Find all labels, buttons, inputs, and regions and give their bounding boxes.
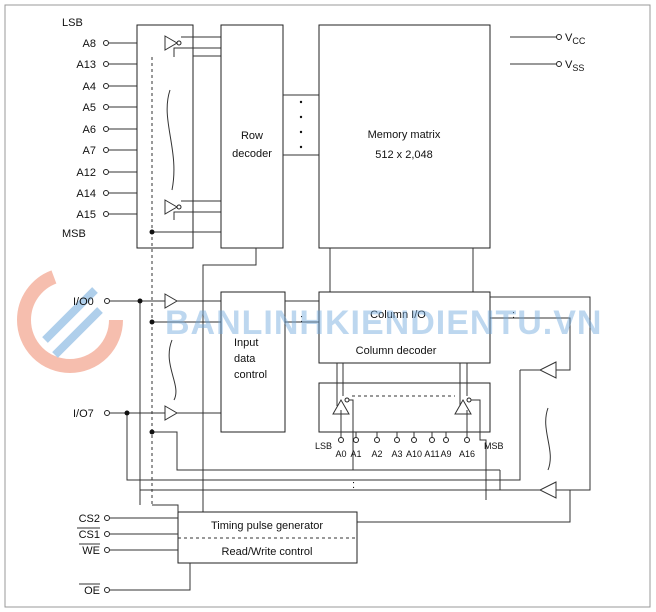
oe-label: OE (84, 585, 100, 597)
memory-matrix (318, 24, 491, 249)
row-address-label: A12 (76, 167, 96, 179)
column-address-pin[interactable] (411, 437, 417, 443)
svg-text::: : (300, 313, 303, 325)
col-msb-label: MSB (484, 441, 504, 451)
io0-pin[interactable] (104, 298, 110, 304)
read-write-control-label: Read/Write control (222, 546, 313, 558)
input-data-control-label: Input (234, 337, 258, 349)
row-address-label: A13 (76, 59, 96, 71)
input-data-control (220, 291, 286, 433)
watermark-logo-icon (17, 267, 123, 373)
column-address-pin[interactable] (429, 437, 435, 443)
row-address-label: A6 (83, 124, 96, 136)
column-address-pin[interactable] (394, 437, 400, 443)
row-address-pin[interactable] (103, 147, 109, 153)
column-address-label: A10 (406, 449, 422, 459)
vcc-label: VCC (565, 32, 586, 46)
row-decoder (220, 24, 284, 249)
column-address-pin[interactable] (338, 437, 344, 443)
col-lsb-label: LSB (315, 441, 332, 451)
row-address-label: A4 (83, 81, 96, 93)
column-decoder-label: Column decoder (356, 345, 437, 357)
oe-pin[interactable] (104, 587, 110, 593)
row-address-label: A15 (76, 209, 96, 221)
msb-label: MSB (62, 228, 86, 240)
vss-label: VSS (565, 59, 584, 73)
column-io-label: Column I/O (370, 309, 426, 321)
row-address-pin[interactable] (103, 190, 109, 196)
row-decoder-label: decoder (232, 148, 272, 160)
row-address-pin[interactable] (103, 126, 109, 132)
row-address-pin[interactable] (103, 83, 109, 89)
column-address-pin[interactable] (353, 437, 359, 443)
lsb-label: LSB (62, 17, 83, 29)
cs2-pin[interactable] (104, 515, 110, 521)
row-address-pin[interactable] (103, 40, 109, 46)
column-address-label: A1 (350, 449, 361, 459)
timing-pulse-generator-label: Timing pulse generator (211, 520, 323, 532)
row-address-label: A8 (83, 38, 96, 50)
output-buffer-icon (538, 361, 557, 499)
vss-pin (556, 61, 562, 67)
io0-label: I/O0 (73, 296, 94, 308)
row-decoder-label: Row (241, 130, 263, 142)
row-address-label: A14 (76, 188, 96, 200)
column-io-decoder (318, 291, 491, 364)
we-pin[interactable] (104, 547, 110, 553)
column-address-label: A0 (335, 449, 346, 459)
row-address-pin[interactable] (103, 61, 109, 67)
timing-rw-block (177, 511, 358, 564)
io-buffer-icon (164, 293, 178, 421)
io7-pin[interactable] (104, 410, 110, 416)
outer-frame (4, 4, 651, 608)
svg-text::: : (512, 309, 515, 321)
continuation-curve (166, 89, 175, 191)
column-address-label: A3 (391, 449, 402, 459)
svg-text::: : (352, 479, 355, 491)
memory-matrix-size: 512 x 2,048 (375, 149, 433, 161)
io7-label: I/O7 (73, 408, 94, 420)
column-address-pin[interactable] (443, 437, 449, 443)
column-address-label: A11 (424, 449, 439, 459)
address-buffer-icon (164, 35, 178, 215)
input-data-control-label: control (234, 369, 267, 381)
memory-matrix-label: Memory matrix (368, 129, 441, 141)
column-address-pin[interactable] (374, 437, 380, 443)
cs1-pin[interactable] (104, 531, 110, 537)
cs1-label: CS1 (79, 529, 100, 541)
column-address-label: A2 (371, 449, 382, 459)
row-address-pin[interactable] (103, 211, 109, 217)
row-address-label: A7 (83, 145, 96, 157)
vcc-pin (556, 34, 562, 40)
column-address-buffer (318, 382, 491, 433)
column-address-pin[interactable] (464, 437, 470, 443)
row-address-pin[interactable] (103, 169, 109, 175)
input-data-control-label: data (234, 353, 256, 365)
column-address-label: A9 (440, 449, 451, 459)
cs2-label: CS2 (79, 513, 100, 525)
column-address-label: A16 (459, 449, 475, 459)
watermark-text: BANLINHKIENDIENTU.VN (165, 304, 602, 342)
row-address-pin[interactable] (103, 104, 109, 110)
we-label: WE (82, 545, 100, 557)
row-address-label: A5 (83, 102, 96, 114)
